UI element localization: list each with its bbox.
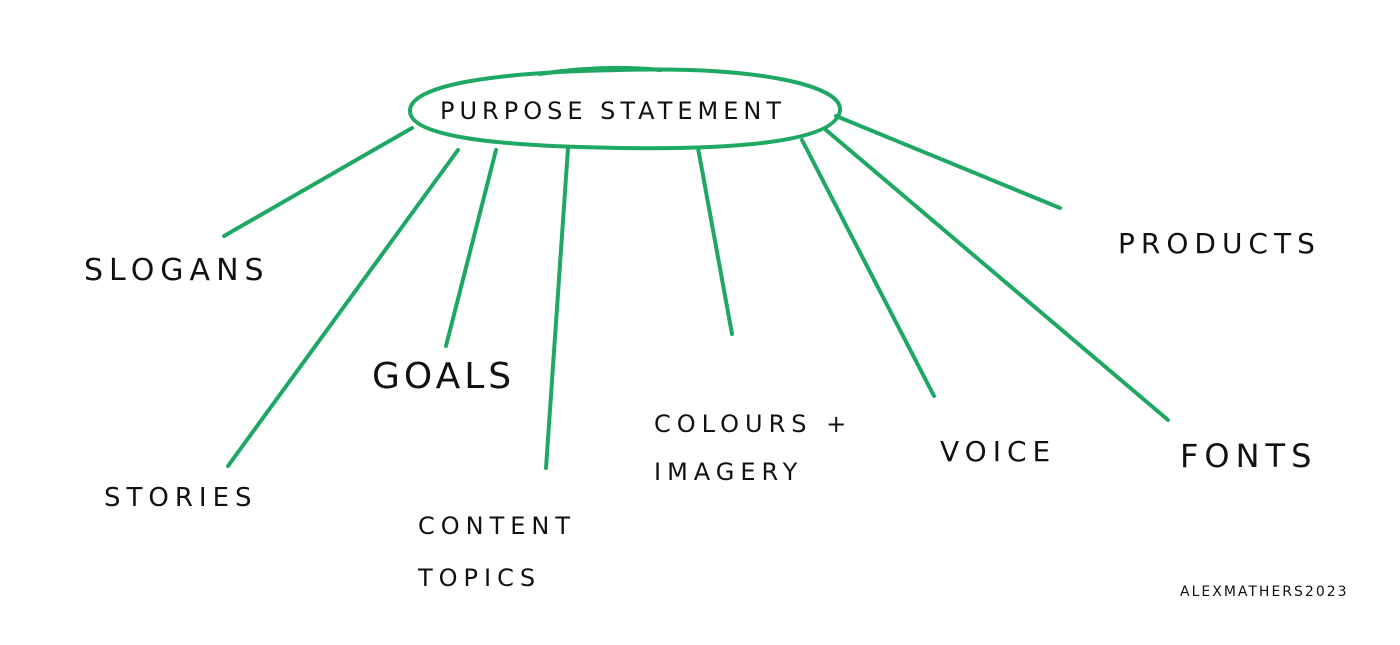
line-slogans: [222, 126, 414, 238]
branch-label-slogans: SLOGANS: [84, 253, 270, 288]
line-stories: [226, 148, 460, 468]
center-ellipse-overstroke: [538, 65, 662, 76]
line-voice: [800, 138, 936, 398]
signature-text: ALEXMATHERS2023: [1180, 584, 1349, 600]
line-fonts: [824, 128, 1170, 422]
center-ellipse: [408, 67, 842, 151]
line-colours-imagery: [696, 146, 734, 336]
branch-label-fonts: FONTS: [1180, 437, 1318, 475]
line-products: [834, 114, 1062, 210]
branch-label-products: PRODUCTS: [1118, 227, 1321, 260]
branch-label-voice: VOICE: [940, 435, 1057, 468]
branch-label-stories: STORIES: [104, 483, 258, 513]
branch-label-goals: GOALS: [372, 356, 516, 397]
center-node-label: PURPOSE STATEMENT: [440, 97, 786, 125]
line-goals: [444, 148, 498, 348]
line-content-topics: [544, 146, 570, 470]
branch-label-colours-imagery: COLOURS + IMAGERY: [654, 410, 853, 486]
branch-label-content-topics: CONTENT TOPICS: [418, 512, 577, 592]
